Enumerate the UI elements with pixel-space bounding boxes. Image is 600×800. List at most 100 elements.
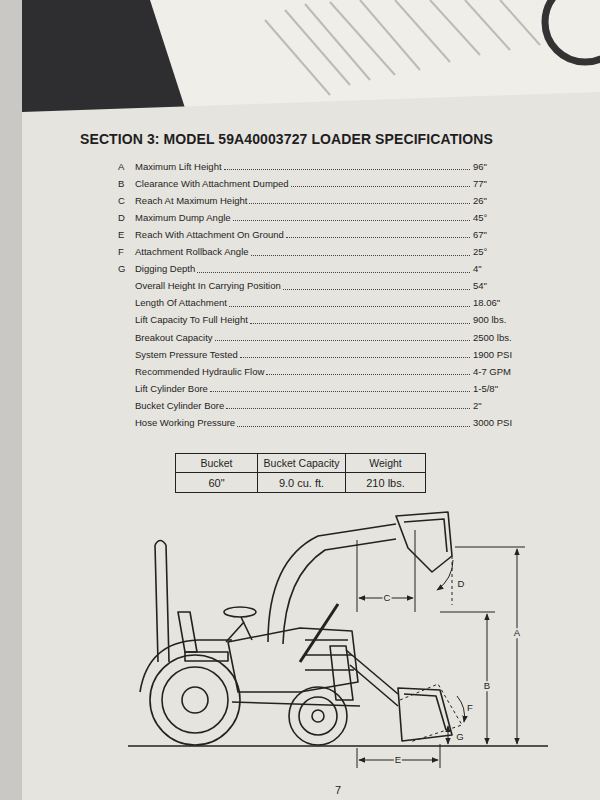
spec-value: 3000 PSI	[473, 418, 528, 428]
spec-value: 45°	[473, 213, 528, 223]
dot-leader	[286, 237, 470, 238]
background-paper	[265, 20, 330, 95]
spec-letter: C	[118, 196, 135, 206]
spec-value: 18.06"	[473, 298, 528, 308]
dimension-lines	[415, 530, 416, 612]
spec-value: 2"	[473, 401, 528, 411]
spec-name: System Pressure Tested	[135, 350, 238, 360]
tractor-illustration	[150, 655, 240, 745]
dimension-lines	[357, 748, 358, 768]
tractor-illustration	[300, 604, 338, 662]
dimension-lines	[457, 696, 464, 722]
dot-leader	[249, 203, 470, 204]
tractor-illustration	[178, 612, 197, 652]
spec-row: EReach With Attachment On Ground67"	[118, 228, 528, 240]
dot-leader	[215, 340, 470, 341]
spec-name: Digging Depth	[135, 264, 195, 274]
dimension-letter: G	[455, 732, 464, 742]
background-paper	[150, 0, 600, 108]
tractor-illustration	[346, 650, 398, 706]
spec-value: 4-7 GPM	[473, 367, 528, 377]
dimension-lines	[440, 744, 441, 768]
tractor-illustration	[182, 687, 208, 713]
spec-row: Lift Capacity To Full Height900 lbs.	[118, 314, 528, 326]
spec-value: 77"	[473, 179, 528, 189]
table-cell: 9.0 cu. ft.	[258, 473, 346, 493]
background-paper	[150, 0, 600, 108]
dimension-lines	[517, 549, 518, 744]
table-cell: Bucket	[176, 454, 258, 473]
tractor-illustration	[283, 539, 396, 644]
spec-value: 1900 PSI	[473, 350, 528, 360]
spec-row: AMaximum Lift Height96"	[118, 160, 528, 172]
spec-value: 4"	[473, 264, 528, 274]
spec-value: 1-5/8"	[473, 384, 528, 394]
dot-leader	[266, 374, 470, 375]
spec-name: Lift Cylinder Bore	[135, 384, 208, 394]
dimension-letter: F	[466, 703, 474, 713]
spec-name: Breakout Capacity	[135, 333, 213, 343]
spec-value: 26"	[473, 196, 528, 206]
background-paper	[285, 10, 350, 85]
tractor-illustration	[396, 512, 452, 572]
table-cell: 60"	[176, 473, 258, 493]
background-paper	[265, 0, 540, 95]
dimension-letter: D	[457, 579, 466, 589]
spec-row: DMaximum Dump Angle45°	[118, 211, 528, 223]
dot-leader	[224, 169, 470, 170]
dimension-lines	[357, 540, 358, 612]
dot-leader	[251, 255, 470, 256]
dot-leader	[283, 289, 470, 290]
dot-leader	[197, 272, 470, 273]
tractor-illustration	[312, 710, 324, 722]
tractor-illustration	[228, 628, 358, 692]
table-cell: Bucket Capacity	[258, 454, 346, 473]
page-number: 7	[335, 784, 341, 796]
spec-name: Bucket Cylinder Bore	[135, 401, 224, 411]
tractor-illustration	[299, 697, 337, 735]
tractor-illustration	[289, 687, 347, 745]
dimension-letter: A	[513, 628, 521, 638]
dot-leader	[250, 323, 470, 324]
spec-name: Recommended Hydraulic Flow	[135, 367, 264, 377]
dot-leader	[237, 426, 470, 427]
spec-value: 54"	[473, 281, 528, 291]
background-paper	[330, 2, 395, 75]
tractor-illustration	[404, 519, 447, 552]
spec-letter: E	[118, 230, 135, 240]
spec-name: Hose Working Pressure	[135, 418, 235, 428]
spec-name: Overall Height In Carrying Position	[135, 281, 281, 291]
tractor-illustration	[404, 694, 446, 730]
spec-row: Hose Working Pressure 3000 PSI	[118, 417, 528, 429]
tractor-illustration	[400, 684, 462, 742]
background-paper	[465, 0, 510, 50]
dot-leader	[240, 357, 470, 358]
spec-value: 900 lbs.	[473, 315, 528, 325]
manual-page	[22, 92, 600, 800]
spec-row: Recommended Hydraulic Flow 4-7 GPM	[118, 365, 528, 377]
dimension-letter: C	[383, 593, 392, 603]
spec-letter: D	[118, 213, 135, 223]
spec-name: Length Of Attachment	[135, 298, 227, 308]
spec-letter: G	[118, 264, 135, 274]
spec-name: Attachment Rollback Angle	[135, 247, 249, 257]
dimension-lines	[448, 726, 449, 744]
manual-page	[22, 92, 600, 800]
spec-row: GDigging Depth 4"	[118, 263, 528, 275]
spec-value: 2500 lbs.	[473, 333, 528, 343]
dimension-lines	[437, 560, 453, 590]
tractor-illustration	[128, 512, 548, 746]
spec-name: Maximum Lift Height	[135, 162, 222, 172]
spec-row: BClearance With Attachment Dumped77"	[118, 177, 528, 189]
spec-letter: F	[118, 247, 135, 257]
spec-value: 67"	[473, 230, 528, 240]
dimension-lines	[357, 530, 525, 768]
tractor-illustration	[226, 622, 244, 642]
tractor-illustration	[330, 646, 353, 700]
spec-name: Reach At Maximum Height	[135, 196, 247, 206]
dot-leader	[233, 220, 470, 221]
table-cell: Weight	[346, 454, 426, 473]
tractor-illustration	[398, 688, 452, 741]
